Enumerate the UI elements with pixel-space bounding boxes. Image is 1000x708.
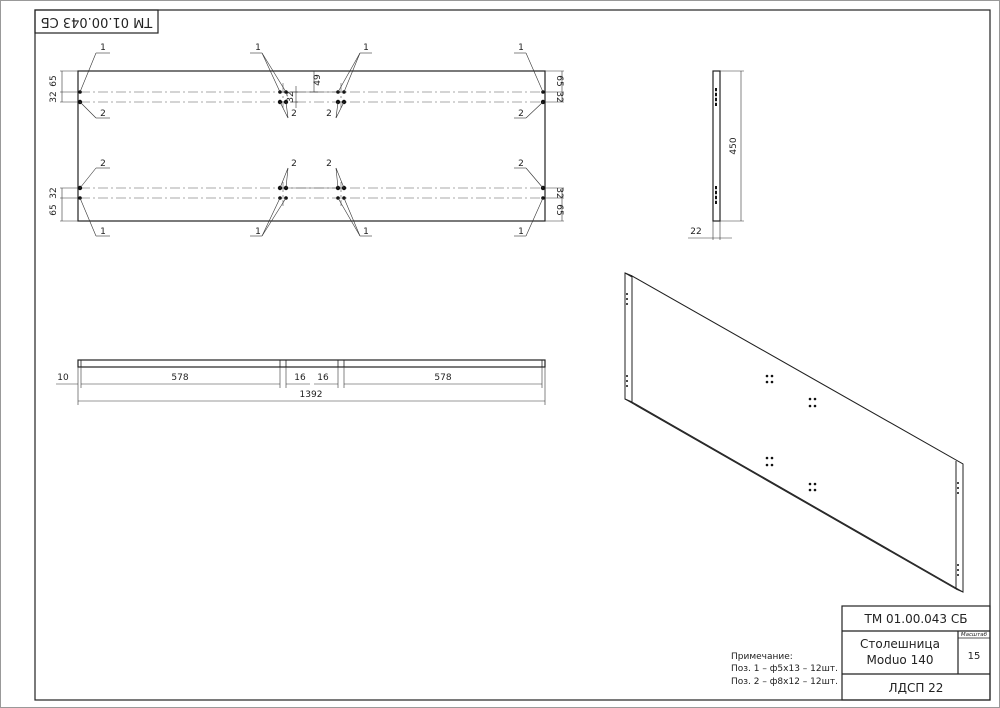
notes-title: Примечание:: [731, 652, 793, 662]
stamp-designation: ТМ 01.00.043 СБ: [864, 612, 968, 626]
stamp-name-line-1: Столешница: [860, 637, 940, 651]
dim-16-right: 16: [317, 373, 329, 383]
drawing-frame: [34, 9, 991, 701]
dim-32: 32: [49, 187, 59, 198]
plan-dim-texts: 65 32 32 65 65 32 32 65 32 49: [49, 74, 564, 216]
dim-65: 65: [49, 204, 59, 215]
pos-label: 1: [363, 43, 369, 53]
pos-label: 2: [326, 159, 332, 169]
stamp-scale-label: Масштаб: [961, 632, 988, 638]
dim-32: 32: [554, 187, 564, 198]
stamp-material: ЛДСП 22: [889, 681, 944, 695]
dim-32: 32: [554, 91, 564, 102]
pos-label: 2: [100, 159, 106, 169]
position-labels: 1 2 1 2 1 2 1 2 2 1 2 1 2 1 2 1: [100, 43, 524, 237]
dim-32-inner: 32: [286, 91, 296, 102]
hole-axis-lines: [80, 83, 543, 206]
side-view: [688, 70, 744, 240]
leader-lines: [79, 52, 544, 237]
rotated-designation-box: ТМ 01.00.043 СБ: [34, 9, 159, 34]
dim-65: 65: [49, 75, 59, 86]
panel-outline-plan: [77, 70, 546, 222]
pos-label: 1: [255, 43, 261, 53]
dim-32: 32: [49, 91, 59, 102]
front-view: [56, 359, 546, 405]
pos-label: 1: [100, 43, 106, 53]
dim-450: 450: [729, 137, 739, 154]
stamp-name-line-2: Moduo 140: [867, 653, 934, 667]
pos-label: 1: [100, 227, 106, 237]
front-dim-texts: 10 578 16 16 578 1392: [57, 373, 452, 400]
stamp-scale-value: 15: [968, 651, 981, 662]
pos-label: 2: [518, 159, 524, 169]
pos-label: 1: [518, 227, 524, 237]
pos-label: 1: [363, 227, 369, 237]
notes-line-1: Поз. 1 – ф5х13 – 12шт.: [731, 664, 838, 674]
pos-label: 2: [291, 109, 297, 119]
pos-label: 2: [100, 109, 106, 119]
pos-label: 2: [518, 109, 524, 119]
dim-49: 49: [313, 74, 323, 86]
dim-10: 10: [57, 373, 69, 383]
dim-22: 22: [690, 227, 701, 237]
inner-hole-rect: [283, 91, 341, 189]
pos-label: 1: [518, 43, 524, 53]
dim-65: 65: [554, 75, 564, 86]
dim-65: 65: [554, 204, 564, 215]
iso-holes: [626, 293, 959, 576]
dim-16-left: 16: [294, 373, 306, 383]
panel-outline-side: [712, 70, 721, 222]
notes-block: Примечание: Поз. 1 – ф5х13 – 12шт. Поз. …: [731, 652, 838, 687]
plan-holes: [77, 90, 546, 200]
isometric-view: [624, 272, 964, 593]
pos-label: 2: [326, 109, 332, 119]
panel-outline-front: [77, 359, 546, 368]
pos-label: 1: [255, 227, 261, 237]
title-block: [841, 605, 991, 701]
dim-1392: 1392: [300, 390, 323, 400]
pos-label: 2: [291, 159, 297, 169]
notes-line-2: Поз. 2 – ф8х12 – 12шт.: [731, 677, 838, 687]
rotated-designation-text: ТМ 01.00.043 СБ: [41, 14, 154, 29]
plan-view: [77, 70, 546, 222]
dim-578-left: 578: [171, 373, 188, 383]
plan-vertical-dims: [60, 70, 564, 222]
side-view-holes: [715, 88, 717, 204]
dim-578-right: 578: [434, 373, 451, 383]
